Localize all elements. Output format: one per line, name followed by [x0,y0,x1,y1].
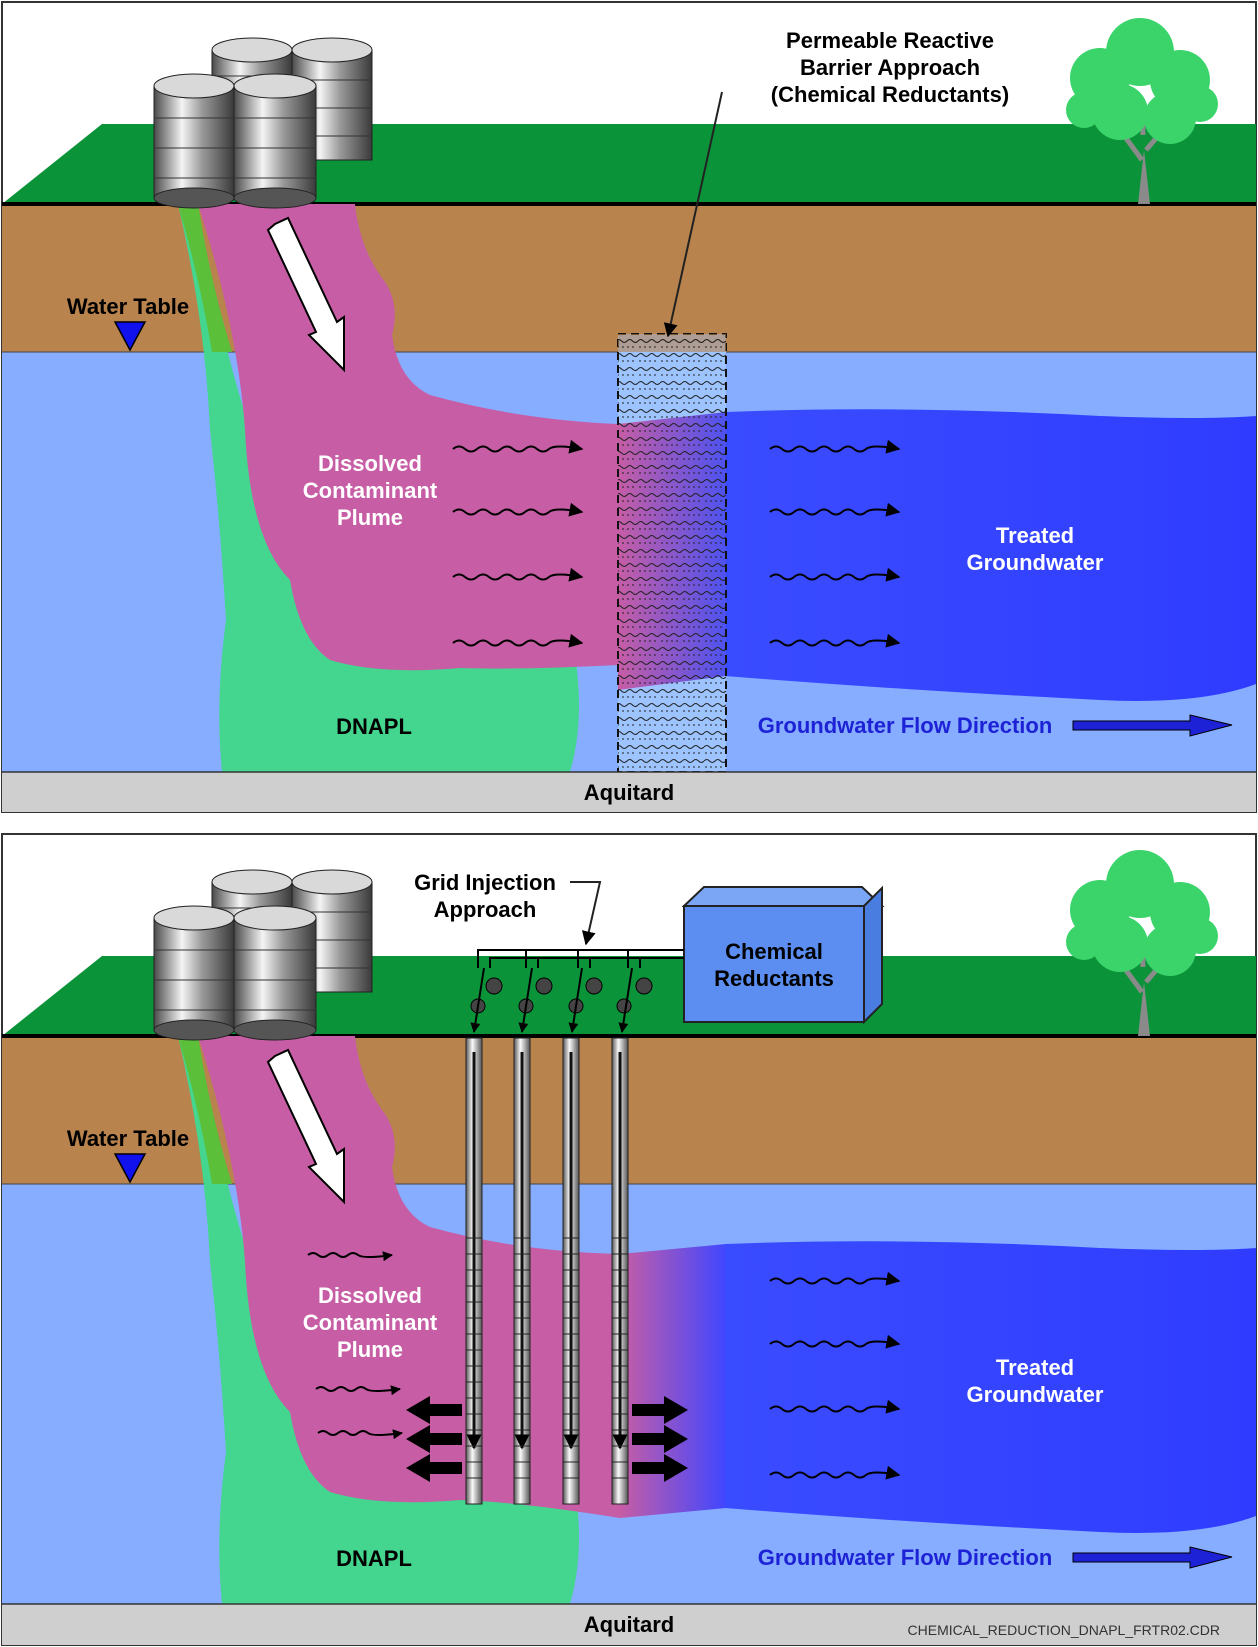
flow-arrows-downstream [769,439,901,648]
drums-icon [153,37,373,209]
water-table-label: Water Table [67,294,189,319]
treated-groundwater-zone [725,1241,1256,1533]
plume-label-line1: Dissolved [318,451,422,476]
flow-direction-arrow-icon [1072,1546,1233,1569]
flow-direction-label: Groundwater Flow Direction [758,713,1053,738]
aquitard-label: Aquitard [584,780,674,805]
injection-well [513,1037,531,1505]
plume-label-line3: Plume [337,1337,403,1362]
flow-arrows-upstream [452,439,584,648]
tank-label-line2: Reductants [714,966,834,991]
approach-label-line2: Approach [434,897,537,922]
injection-wells [465,1037,629,1505]
treated-groundwater-zone [725,409,1256,701]
drums-icon [153,869,373,1041]
aquitard-layer [2,772,1256,812]
injection-well [611,1037,629,1505]
injection-manifold [477,949,684,968]
treated-label-line1: Treated [996,1355,1074,1380]
water-table-icon [113,321,147,352]
plume-direction-arrow-icon [266,1048,345,1205]
treated-label-line1: Treated [996,523,1074,548]
dnapl-zone [178,204,579,772]
dispersion-arrows-left [406,1396,462,1482]
injection-well [562,1037,580,1505]
plume-label-line2: Contaminant [303,478,438,503]
injection-valves [470,977,653,1014]
panel-1: Water Table Dissolved Contaminant Plume … [1,1,1257,813]
file-caption: CHEMICAL_REDUCTION_DNAPL_FRTR02.CDR [908,1622,1220,1638]
approach-label-line2: Barrier Approach [800,55,980,80]
dnapl-zone [178,1036,579,1604]
panel-2: Water Table Dissolved Contaminant Plume … [1,833,1257,1646]
flow-arrows-downstream [769,1271,901,1480]
flow-direction-arrow-icon [1072,714,1233,737]
approach-label-line3: (Chemical Reductants) [771,82,1009,107]
aquitard-label: Aquitard [584,1612,674,1637]
injection-feed-arrows [470,967,633,1033]
approach-leader-line [663,91,723,338]
dnapl-label: DNAPL [336,714,412,739]
tree-icon [1066,850,1218,1036]
plume-label-line1: Dissolved [318,1283,422,1308]
plume-direction-arrow-icon [266,216,345,373]
dispersion-arrows-right [632,1396,688,1482]
approach-label-line1: Permeable Reactive [786,28,994,53]
flow-direction-label: Groundwater Flow Direction [758,1545,1053,1570]
tree-icon [1066,18,1218,204]
approach-leader-line [570,881,602,946]
water-table-label: Water Table [67,1126,189,1151]
treated-label-line2: Groundwater [967,1382,1104,1407]
water-table-icon [113,1153,147,1184]
treated-label-line2: Groundwater [967,550,1104,575]
plume-label-line2: Contaminant [303,1310,438,1335]
chemical-reductants-tank [681,885,885,1025]
plume-label-line3: Plume [337,505,403,530]
aquitard-layer [2,1604,1256,1645]
dnapl-label: DNAPL [336,1546,412,1571]
approach-label-line1: Grid Injection [414,870,556,895]
flow-arrows-upstream [307,1251,403,1440]
contaminant-plume [198,204,618,671]
injection-well [465,1037,483,1505]
tank-label-line1: Chemical [725,939,823,964]
